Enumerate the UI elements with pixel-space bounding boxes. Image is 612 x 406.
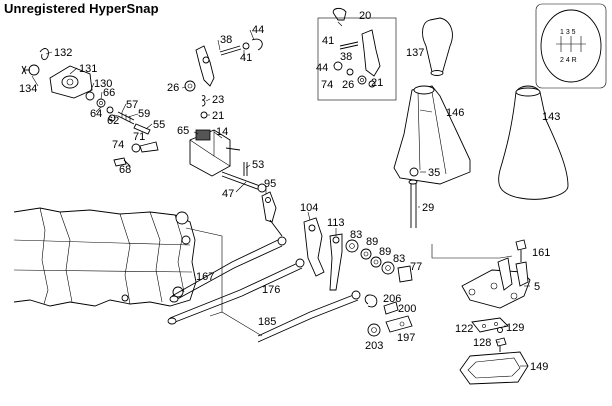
bolt-parts-68-71-74 (113, 141, 159, 167)
callout-129: 129 (506, 322, 524, 334)
callout-55: 55 (153, 119, 165, 131)
callout-185: 185 (258, 316, 276, 328)
callout-14: 14 (216, 126, 228, 138)
callout-167: 167 (196, 271, 214, 283)
callout-143: 143 (542, 111, 560, 123)
callout-53: 53 (252, 159, 264, 171)
frame-149 (459, 351, 529, 385)
callout-47: 47 (222, 188, 234, 200)
callout-132: 132 (54, 47, 72, 59)
callout-131: 131 (79, 63, 97, 75)
callout-44b: 44 (316, 62, 328, 74)
callout-149: 149 (530, 361, 548, 373)
callout-65: 65 (177, 125, 189, 137)
callout-68: 68 (119, 164, 131, 176)
callout-176: 176 (262, 284, 280, 296)
bolt-161 (515, 239, 527, 262)
shift-pattern-top: 1 3 5 (560, 29, 576, 36)
callout-74b: 74 (321, 79, 333, 91)
callout-20: 20 (359, 10, 371, 22)
shift-lever-top-assembly (317, 7, 397, 101)
callout-89b: 89 (379, 246, 391, 258)
callout-26: 26 (167, 82, 179, 94)
shift-boot-143 (498, 85, 569, 200)
bolt-128 (495, 337, 507, 352)
selector-rods (167, 236, 361, 343)
callout-44: 44 (252, 24, 264, 36)
callout-21: 21 (212, 110, 224, 122)
shift-pattern-bottom: 2 4 R (560, 57, 577, 64)
lever-104-113 (303, 217, 343, 291)
callout-203: 203 (365, 340, 383, 352)
callout-64: 64 (90, 108, 102, 120)
callout-23: 23 (212, 94, 224, 106)
callout-57: 57 (126, 99, 138, 111)
callout-74: 74 (112, 139, 124, 151)
washers (345, 239, 413, 283)
callout-197: 197 (397, 332, 415, 344)
callout-83: 83 (350, 229, 362, 241)
plate-122-129 (471, 317, 509, 333)
callout-62: 62 (107, 115, 119, 127)
lever-95 (261, 191, 283, 237)
left-small-parts (21, 48, 151, 135)
callout-59: 59 (138, 108, 150, 120)
callout-200: 200 (398, 303, 416, 315)
callout-95: 95 (264, 178, 276, 190)
selector-lever-assembly (184, 38, 263, 119)
callout-66: 66 (103, 87, 115, 99)
callout-29: 29 (422, 202, 434, 214)
callout-5: 5 (534, 281, 540, 293)
callout-83b: 83 (393, 253, 405, 265)
callout-122: 122 (455, 323, 473, 335)
callout-89: 89 (366, 236, 378, 248)
shift-pattern-knob (535, 3, 607, 89)
callout-128: 128 (473, 337, 491, 349)
leader-lines (31, 21, 530, 367)
shift-boot-146 (393, 85, 471, 185)
callout-77: 77 (410, 261, 422, 273)
callout-146: 146 (446, 107, 464, 119)
callout-21b: 21 (371, 77, 383, 89)
callout-134: 134 (19, 83, 37, 95)
callout-41b: 41 (322, 35, 334, 47)
callout-71: 71 (133, 131, 145, 143)
callout-38b: 38 (340, 51, 352, 63)
watermark-text: Unregistered HyperSnap (4, 1, 159, 16)
callout-104: 104 (300, 202, 318, 214)
callout-206: 206 (383, 293, 401, 305)
callout-113: 113 (327, 217, 345, 229)
shift-bracket-5 (461, 257, 531, 309)
callout-161: 161 (532, 247, 550, 259)
callout-130: 130 (94, 78, 112, 90)
callout-137: 137 (406, 47, 424, 59)
part-numbers: 132 131 134 130 66 64 57 62 59 55 74 71 … (19, 10, 560, 373)
callout-26b: 26 (342, 79, 354, 91)
shift-module (189, 129, 267, 193)
transmission-housing (13, 207, 223, 317)
rod-29-nut-35 (408, 167, 500, 259)
callout-35: 35 (428, 167, 440, 179)
callout-38: 38 (220, 34, 232, 46)
shift-knob (422, 17, 453, 76)
callout-41: 41 (240, 52, 252, 64)
clip-parts (364, 294, 413, 337)
